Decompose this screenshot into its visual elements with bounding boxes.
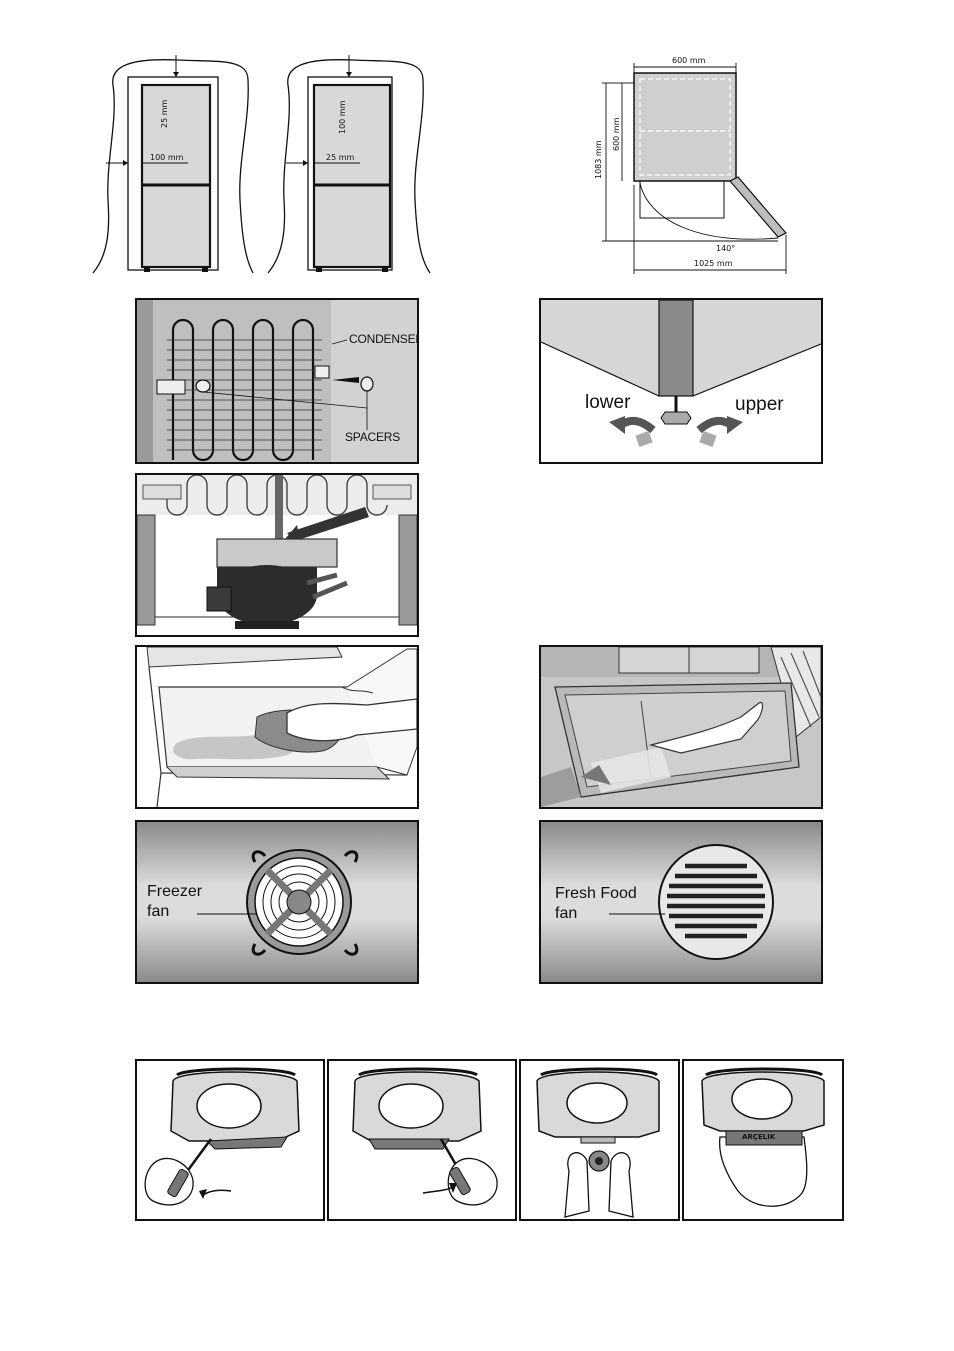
clearance-figure: 25 mm 100 mm 100 mm 25 mm <box>88 50 438 278</box>
compressor-drawing <box>137 475 417 629</box>
dimensions-drawing <box>602 63 787 274</box>
fresh-food-fan-label-line2: fan <box>555 905 578 922</box>
freezer-fan-icon <box>197 849 359 956</box>
lamp-cover-brand-text: ARÇELIK <box>742 1133 776 1141</box>
lamp-step-2 <box>327 1059 517 1221</box>
left-top-gap-label: 25 mm <box>160 99 169 128</box>
condenser-drawing <box>137 300 374 462</box>
wiping-figure <box>135 645 419 809</box>
lamp-step-4-drawing <box>701 1067 825 1207</box>
total-depth-label: 1083 mm <box>594 140 603 180</box>
lower-label: lower <box>585 392 631 413</box>
fresh-food-fan-icon <box>609 844 774 960</box>
depth-label: 600 mm <box>612 117 621 151</box>
leveling-figure: lower upper <box>539 298 823 464</box>
leveling-drawing <box>541 300 821 448</box>
lamp-step-3 <box>519 1059 680 1221</box>
lamp-step-1-drawing <box>144 1067 300 1206</box>
right-top-gap-label: 100 mm <box>338 100 347 134</box>
lamp-step-2-drawing <box>352 1067 498 1206</box>
freezer-fan-label-line2: fan <box>147 903 170 920</box>
door-angle-label: 140° <box>716 244 736 253</box>
freezer-fan-label: Freezer fan <box>147 882 202 922</box>
right-side-gap-label: 25 mm <box>326 153 355 162</box>
fresh-food-fan-label-line1: Fresh Food <box>555 885 637 902</box>
fresh-food-fan-figure: Fresh Food fan <box>539 820 823 984</box>
lamp-step-1 <box>135 1059 325 1221</box>
left-side-gap-label: 100 mm <box>150 153 184 162</box>
door-open-width-label: 1025 mm <box>694 259 733 268</box>
condenser-label: CONDENSER <box>349 332 419 346</box>
lamp-step-3-drawing <box>536 1067 660 1218</box>
lamp-step-4: ARÇELIK <box>682 1059 844 1221</box>
spacers-label: SPACERS <box>345 430 401 444</box>
condenser-figure: CONDENSER SPACERS <box>135 298 419 464</box>
wiping-drawing <box>146 647 417 807</box>
fresh-food-fan-label: Fresh Food fan <box>555 884 637 924</box>
freezer-fan-figure: Freezer fan <box>135 820 419 984</box>
drawer-drawing <box>541 647 821 807</box>
compressor-figure <box>135 473 419 637</box>
drawer-figure <box>539 645 823 809</box>
clearance-drawing <box>92 55 431 274</box>
freezer-fan-label-line1: Freezer <box>147 883 203 900</box>
dimensions-figure: 600 mm 600 mm 1083 mm 140° 1025 mm <box>588 55 798 275</box>
upper-label: upper <box>735 394 784 415</box>
width-label: 600 mm <box>672 56 706 65</box>
